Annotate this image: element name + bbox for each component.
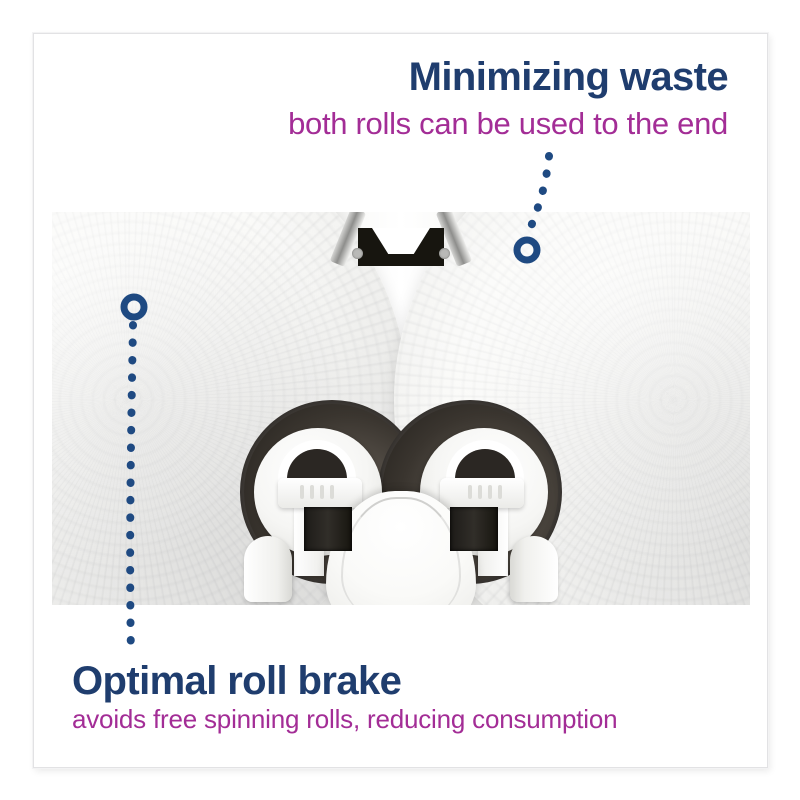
dispenser-vent-right bbox=[450, 507, 498, 551]
brake-tab-right bbox=[440, 478, 524, 508]
dispenser-vent-left bbox=[304, 507, 352, 551]
brake-knob-right bbox=[510, 536, 558, 602]
callout-subtext-optimal-roll-brake: avoids free spinning rolls, reducing con… bbox=[72, 704, 618, 734]
callout-headline-optimal-roll-brake: Optimal roll brake bbox=[72, 659, 402, 703]
cutter-pivot-left bbox=[352, 248, 363, 259]
product-photo bbox=[52, 212, 750, 605]
nose-cone-ridge bbox=[341, 497, 461, 605]
cutter-pivot-right bbox=[439, 248, 450, 259]
brake-knob-left bbox=[244, 536, 292, 602]
callout-headline-minimizing-waste: Minimizing waste bbox=[408, 55, 729, 99]
callout-subtext-minimizing-waste: both rolls can be used to the end bbox=[288, 106, 728, 141]
paper-cutter-mechanism bbox=[326, 212, 476, 280]
brake-tab-left bbox=[278, 478, 362, 508]
